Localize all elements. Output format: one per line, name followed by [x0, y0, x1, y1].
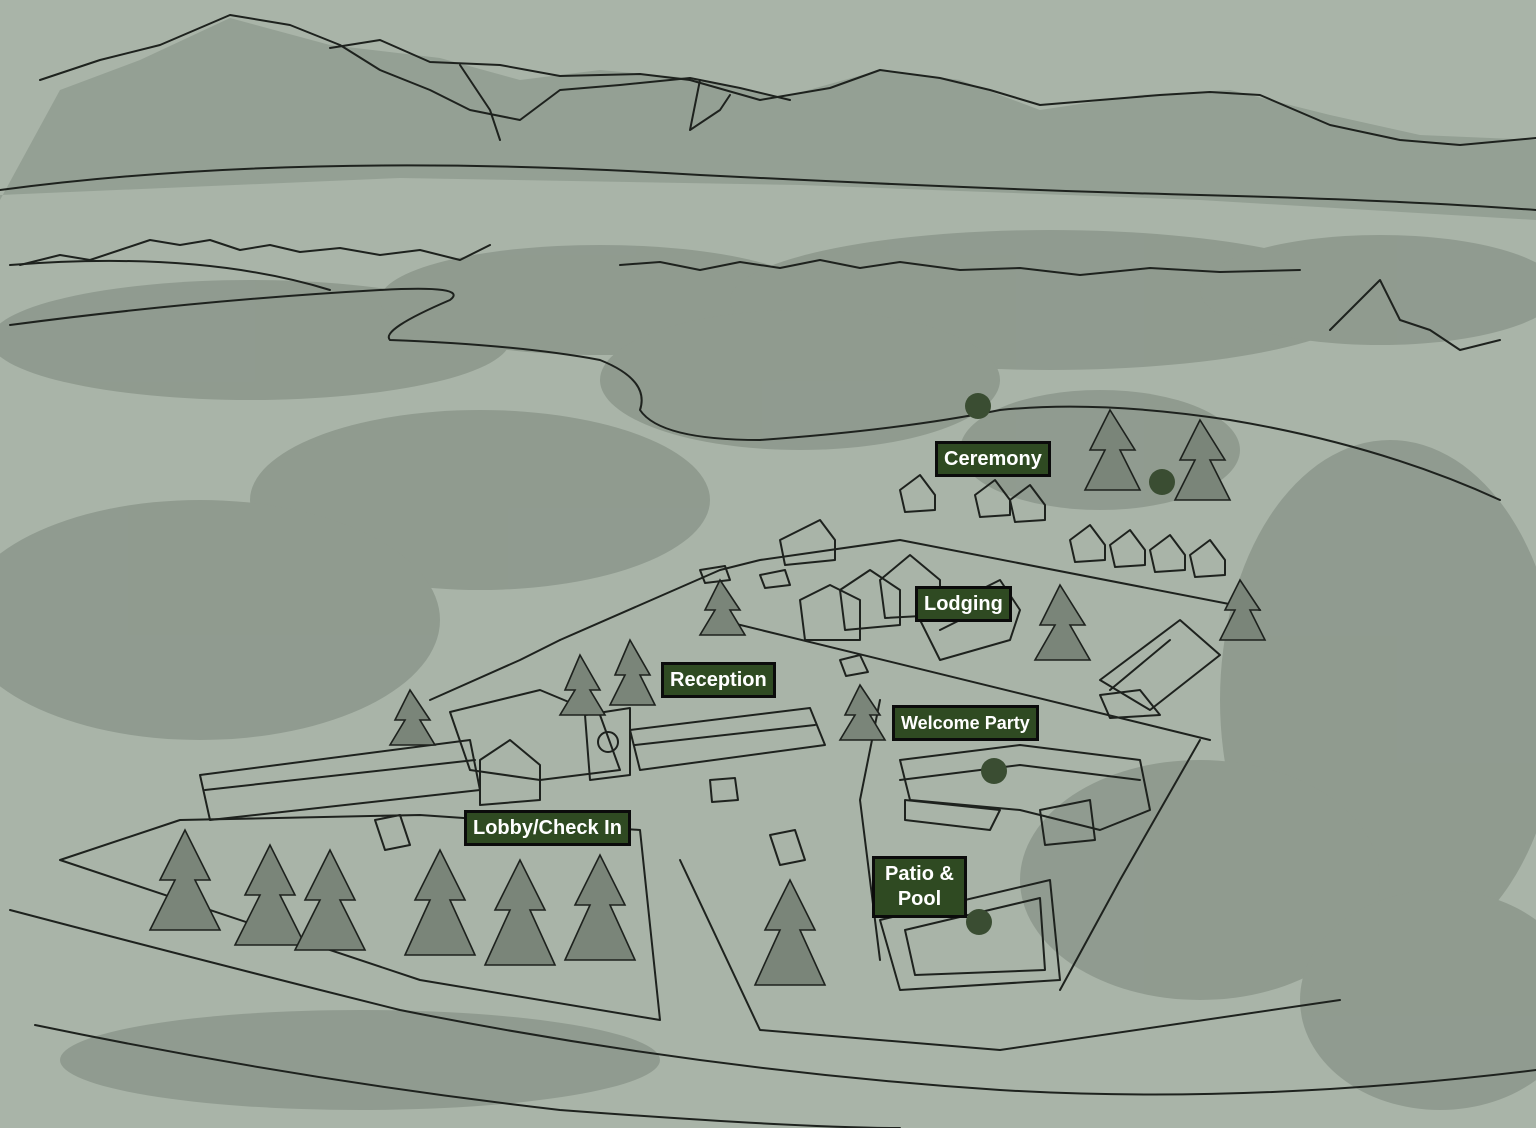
mountain-wash — [0, 18, 1536, 220]
lodging-label[interactable]: Lodging — [915, 586, 1012, 622]
sketch-lines — [0, 14, 1536, 1128]
ceremony-forest-marker[interactable] — [1149, 469, 1175, 495]
welcome-party-label[interactable]: Welcome Party — [892, 705, 1039, 741]
ceremony-marker[interactable] — [965, 393, 991, 419]
trees — [148, 408, 1267, 986]
forest-wash — [0, 230, 1536, 1110]
reception-label[interactable]: Reception — [661, 662, 776, 698]
patio-pool-label[interactable]: Patio & Pool — [872, 856, 967, 918]
patio-pool-marker[interactable] — [966, 909, 992, 935]
welcome-party-marker[interactable] — [981, 758, 1007, 784]
ceremony-label[interactable]: Ceremony — [935, 441, 1051, 477]
lobby-label[interactable]: Lobby/Check In — [464, 810, 631, 846]
